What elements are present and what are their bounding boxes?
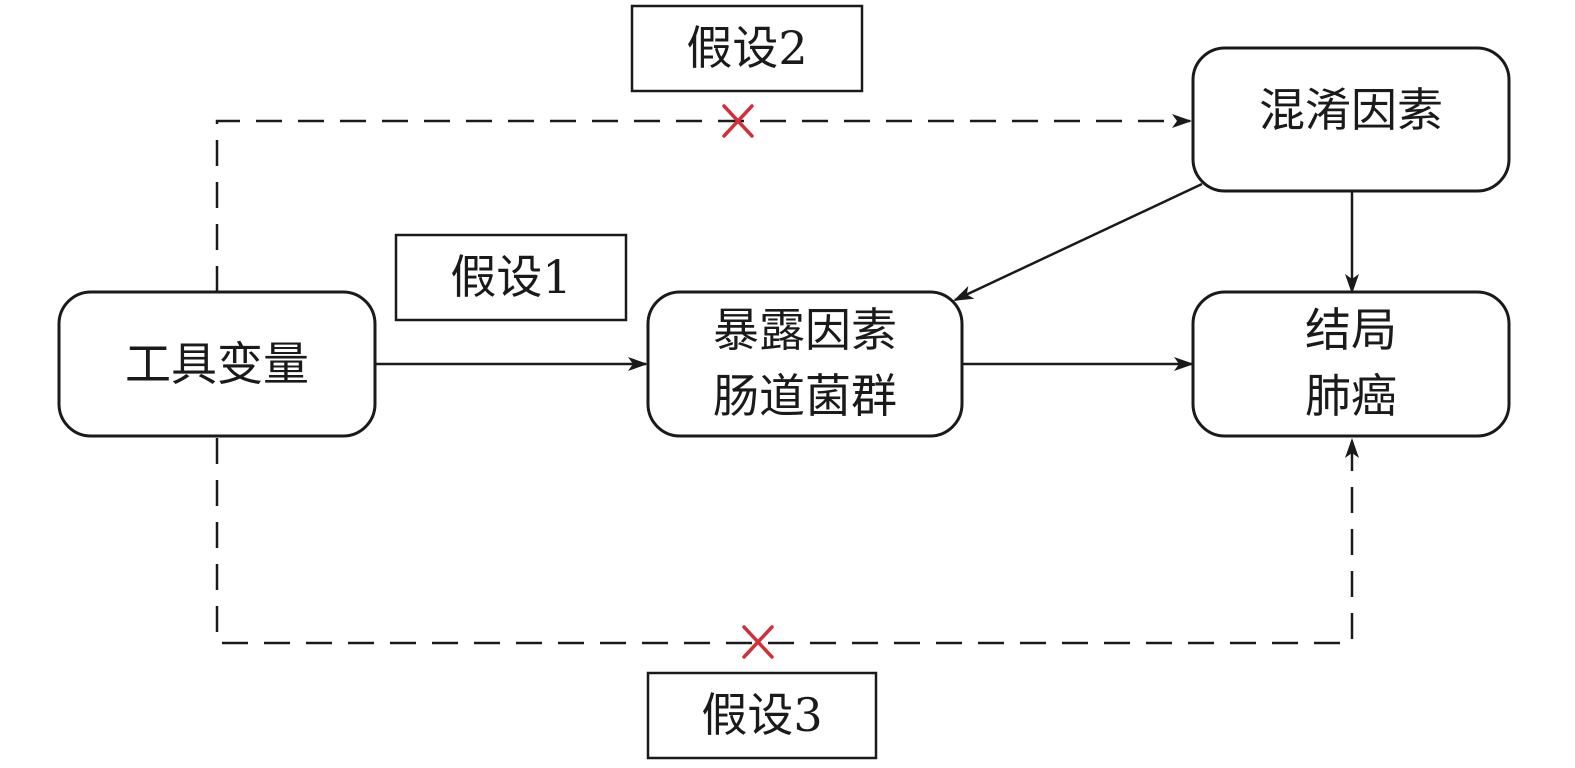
assumption-1-box [394, 233, 628, 322]
node-exposure-box [646, 290, 964, 438]
cross-mark-assumption-2 [722, 104, 754, 138]
node-confounder-box [1191, 46, 1511, 193]
assumption-1-text: 假设1 [450, 250, 571, 304]
assumption-3-label: 假设3 [646, 671, 878, 760]
assumption-2-text: 假设2 [686, 21, 807, 75]
assumption-2-box [630, 4, 864, 93]
node-instrument-box [57, 290, 377, 438]
node-outcome-line2: 肺癌 [1305, 369, 1397, 423]
edge-confounder-to-exposure [953, 182, 1203, 302]
cross-mark-assumption-3 [742, 625, 774, 659]
node-exposure-line1: 暴露因素 [713, 303, 897, 357]
node-exposure-line2: 肠道菌群 [713, 369, 897, 423]
node-instrument: 工具变量 [57, 290, 377, 438]
node-outcome: 结局 肺癌 [1191, 290, 1511, 438]
assumption-2-label: 假设2 [630, 4, 864, 93]
assumption-1-label: 假设1 [394, 233, 628, 322]
node-confounder-label: 混淆因素 [1259, 83, 1443, 137]
cross-stroke [722, 104, 754, 138]
cross-stroke [742, 625, 774, 659]
assumption-3-text: 假设3 [701, 688, 822, 742]
edge-instrument-to-confounder [215, 114, 1192, 292]
edge-instrument-to-outcome [215, 438, 1359, 645]
node-instrument-label: 工具变量 [125, 337, 309, 391]
node-confounder: 混淆因素 [1191, 46, 1511, 193]
assumption-3-box [646, 671, 878, 760]
node-outcome-line1: 结局 [1305, 303, 1397, 357]
node-exposure: 暴露因素 肠道菌群 [646, 290, 964, 438]
node-outcome-box [1191, 290, 1511, 438]
